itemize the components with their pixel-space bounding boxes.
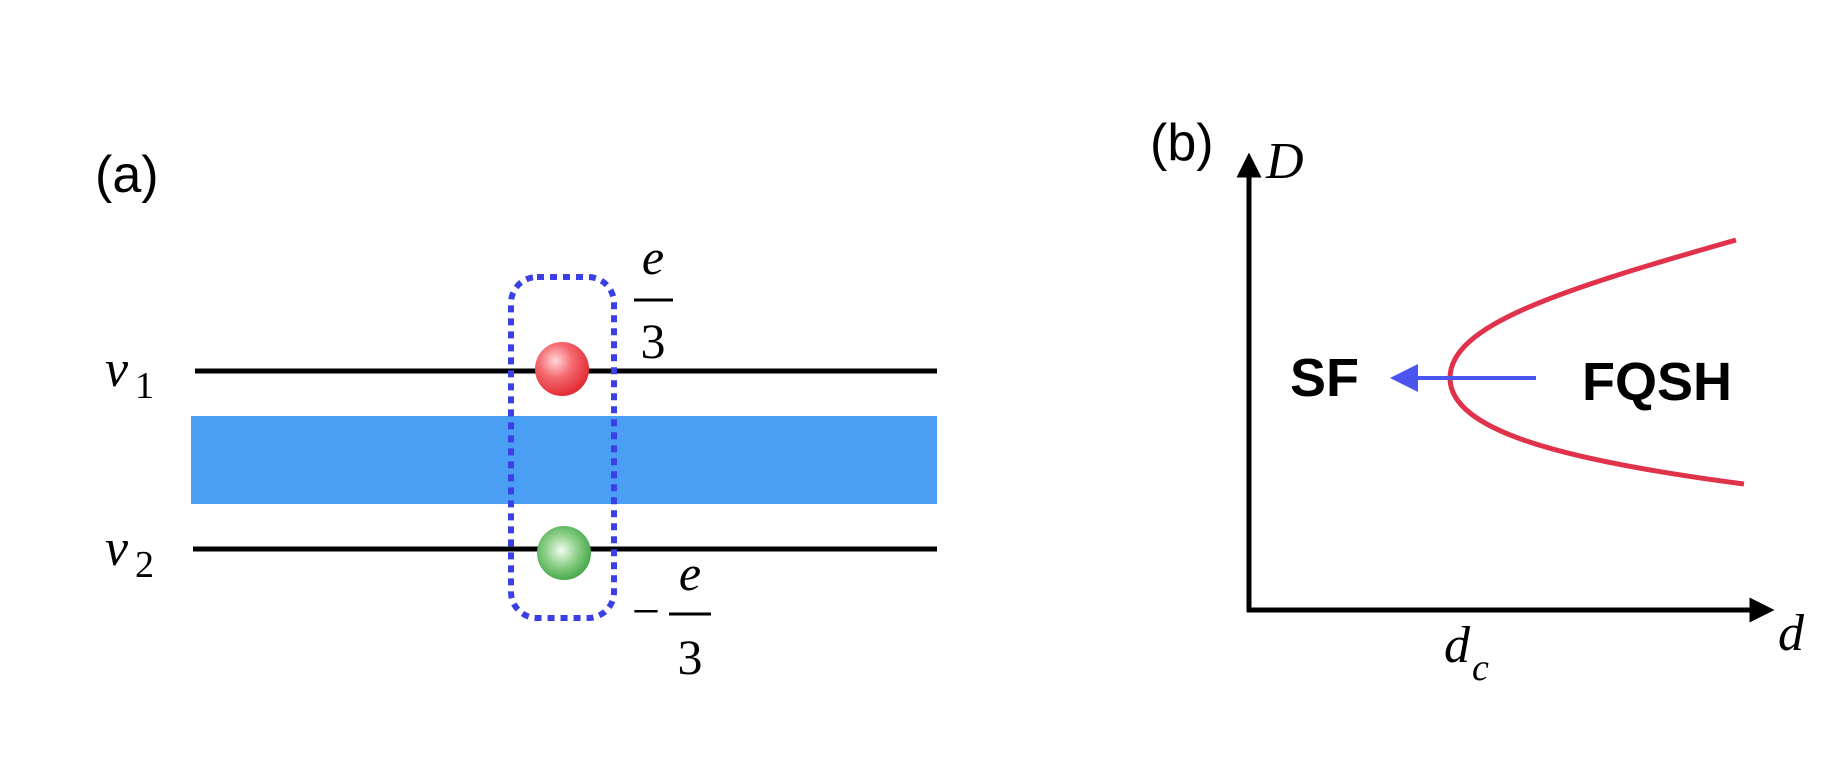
top-quasiparticle xyxy=(535,342,589,396)
y-axis-label: D xyxy=(1265,133,1304,190)
nu1-symbol: ν xyxy=(105,341,129,398)
panel-b-label: (b) xyxy=(1150,114,1214,172)
bottom-charge-numerator: e xyxy=(679,545,701,601)
x-axis-label: d xyxy=(1778,605,1805,662)
top-charge-denominator: 3 xyxy=(641,313,666,369)
bottom-charge-denominator: 3 xyxy=(678,629,703,685)
bottom-charge-sign: − xyxy=(632,583,660,639)
nu2-symbol: ν xyxy=(105,520,129,577)
panel-a: (a) ν 1 ν 2 e 3 − e 3 xyxy=(95,146,937,685)
bottom-quasiparticle xyxy=(537,526,591,580)
barrier-band xyxy=(191,416,937,504)
nu2-subscript: 2 xyxy=(135,544,154,586)
sf-phase-label: SF xyxy=(1290,348,1359,408)
panel-a-label: (a) xyxy=(95,146,159,204)
critical-point-subscript: c xyxy=(1472,647,1489,689)
top-charge-numerator: e xyxy=(642,229,664,285)
fqsh-phase-label: FQSH xyxy=(1582,352,1732,412)
panel-b: (b) D d d c SF FQSH xyxy=(1150,114,1805,689)
exciton-box xyxy=(508,274,617,621)
nu1-subscript: 1 xyxy=(135,365,154,407)
critical-point-symbol: d xyxy=(1444,617,1471,674)
